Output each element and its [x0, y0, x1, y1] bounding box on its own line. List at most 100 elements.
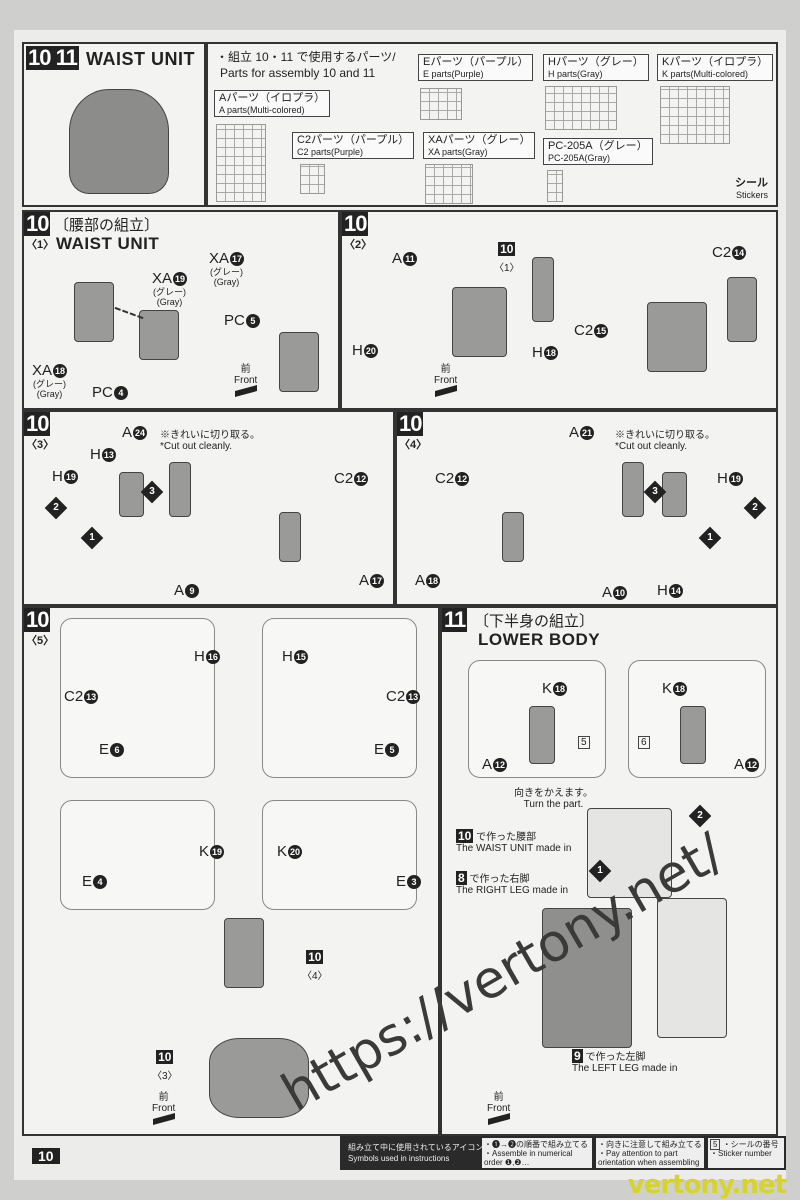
- waist-part-illustration: [452, 287, 507, 357]
- sticker-jp: ・シールの番号: [722, 1140, 779, 1149]
- part-letter: H: [532, 344, 543, 361]
- step-number: 10: [342, 211, 369, 236]
- part-letter: H: [282, 648, 293, 665]
- runner-en: K parts(Multi-colored): [662, 69, 749, 79]
- part-number: 20: [288, 845, 303, 860]
- ref-badge: 10: [306, 950, 324, 964]
- runner-en: C2 parts(Purple): [297, 147, 364, 157]
- part-letter: PC: [224, 312, 245, 329]
- header-step-numbers: 10 11: [26, 45, 79, 70]
- part-illustration: [224, 918, 264, 988]
- parts-heading-en: Parts for assembly 10 and 11: [220, 66, 376, 80]
- order-marker: 3: [140, 480, 164, 504]
- substep-number: 〈1〉: [26, 239, 55, 251]
- skirt-armor-illustration: [680, 706, 706, 764]
- runner-tag-xa: XAパーツ（グレー）XA parts(Gray): [423, 132, 536, 159]
- runner-k-image: [660, 86, 730, 144]
- substep-number: 〈2〉: [344, 239, 373, 251]
- order-marker: 3: [643, 480, 667, 504]
- watermark-site: vertony.net: [627, 1170, 787, 1200]
- part-letter: C2: [334, 470, 354, 487]
- skirt-armor-illustration: [529, 706, 555, 764]
- parts-panel: ・組立 10・11 で使用するパーツ/ Parts for assembly 1…: [206, 42, 778, 207]
- part-illustration: [169, 462, 191, 517]
- part-letter: A: [359, 572, 370, 589]
- waist-part-illustration: [74, 282, 114, 342]
- part-number: 18: [553, 682, 568, 697]
- part-number: 5: [245, 314, 260, 329]
- part-letter: H: [352, 342, 363, 359]
- part-letter: A: [122, 424, 133, 441]
- sticker-en: ・Sticker number: [710, 1149, 772, 1158]
- ref-sub: 〈1〉: [494, 263, 520, 274]
- part-letter: A: [569, 424, 580, 441]
- part-color: (グレー): [33, 379, 66, 389]
- ref-badge: 8: [456, 871, 467, 885]
- legend-attention: ・向きに注意して組み立てる・Pay attention to part orie…: [596, 1138, 704, 1168]
- order-marker: 2: [44, 496, 68, 520]
- turn-en: Turn the part.: [523, 799, 584, 810]
- substep-number: 〈5〉: [26, 635, 55, 647]
- ref-badge: 10: [456, 829, 474, 843]
- part-number: 20: [363, 344, 378, 359]
- front-jp: 前: [158, 1092, 169, 1103]
- runner-en: E parts(Purple): [423, 69, 484, 79]
- part-number: 3: [407, 875, 422, 890]
- part-color: (Gray): [213, 277, 240, 287]
- part-letter: A: [415, 572, 426, 589]
- runner-h-image: [545, 86, 617, 130]
- part-letter: XA: [32, 362, 53, 379]
- part-number: 24: [133, 426, 148, 441]
- ref-badge: 9: [572, 1049, 583, 1063]
- part-number: 19: [210, 845, 225, 860]
- front-en: Front: [234, 375, 258, 386]
- attn-en: ・Pay attention to part orientation when …: [598, 1149, 700, 1167]
- part-number: 16: [205, 650, 220, 665]
- cut-note: ※きれいに切り取る。*Cut out cleanly.: [160, 426, 260, 452]
- legend-order: ・❶→❷の順番で組み立てる・Assemble in numerical orde…: [482, 1138, 592, 1168]
- step-number: 10: [24, 411, 51, 436]
- part-number: 12: [745, 758, 760, 773]
- part-color: (グレー): [210, 267, 243, 277]
- runner-c2-image: [300, 164, 325, 194]
- front-jp: 前: [440, 364, 451, 375]
- part-number: 17: [230, 252, 245, 267]
- front-en: Front: [487, 1103, 511, 1114]
- substep-number: 〈4〉: [399, 439, 428, 451]
- legend-jp: 組み立て中に使用されているアイコン: [348, 1143, 484, 1152]
- ref-badge: 10: [498, 242, 516, 256]
- reference-step: 10〈3〉: [152, 1048, 178, 1084]
- legend-sticker: 5 ・シールの番号・Sticker number: [708, 1138, 784, 1168]
- front-en: Front: [434, 375, 458, 386]
- stickers-label-en: Stickers: [735, 190, 768, 200]
- runner-jp: Hパーツ（グレー）: [548, 56, 644, 68]
- runner-pc-image: [547, 170, 563, 202]
- part-letter: A: [602, 584, 613, 601]
- step-number: 10: [397, 411, 424, 436]
- runner-en: H parts(Gray): [548, 69, 603, 79]
- part-number: 21: [580, 426, 595, 441]
- sticker-number: 6: [638, 736, 650, 749]
- step-title-en: WAIST UNIT: [56, 234, 160, 253]
- waist-unit-illustration: [69, 89, 169, 194]
- caption-jp: で作った右脚: [469, 874, 530, 885]
- part-letter: K: [199, 843, 210, 860]
